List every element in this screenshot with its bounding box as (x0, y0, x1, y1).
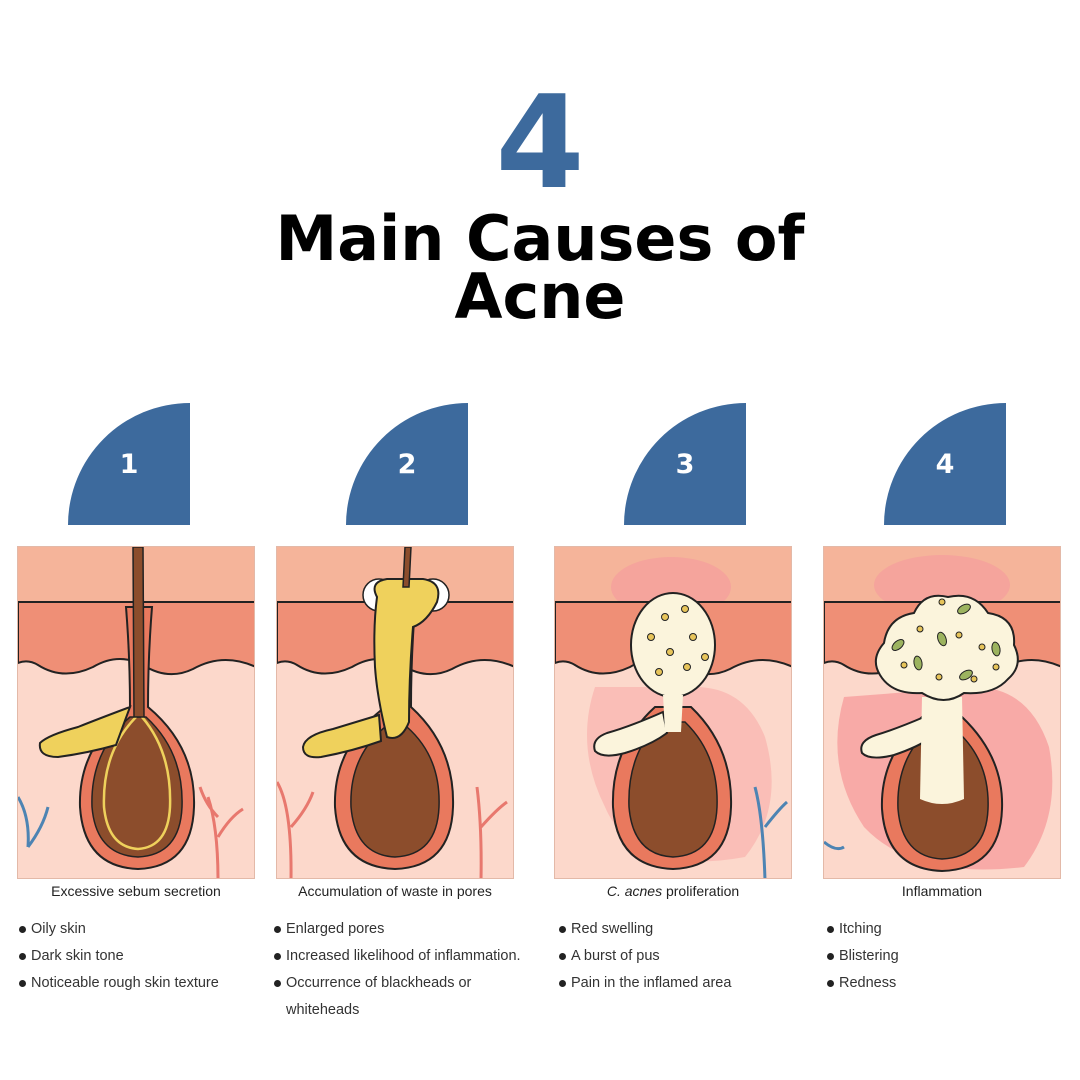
step-number-1: 1 (119, 448, 139, 480)
illustration-sebum-secretion (17, 546, 255, 879)
caption-3: C. acnes proliferation (554, 883, 792, 899)
list-item: Blistering (827, 943, 1057, 970)
caption-1: Excessive sebum secretion (51, 883, 221, 899)
page-title: Main Causes of Acne (0, 202, 1080, 333)
title-line-2: Acne (454, 260, 626, 333)
list-item: Enlarged pores (274, 916, 542, 943)
list-item: Redness (827, 970, 1057, 997)
step-number-3: 3 (675, 448, 695, 480)
list-item: Dark skin tone (19, 943, 259, 970)
step-badge-1: 1 (68, 403, 190, 525)
symptom-list-4: Itching Blistering Redness (827, 916, 1057, 997)
list-item: Increased likelihood of inflammation. (274, 943, 542, 970)
list-item: Pain in the inflamed area (559, 970, 799, 997)
illustration-pore-waste (276, 546, 514, 879)
step-number-2: 2 (397, 448, 417, 480)
list-item: Occurrence of blackheads or whiteheads (274, 970, 542, 1024)
caption-3-rest: proliferation (662, 883, 740, 899)
list-item: Oily skin (19, 916, 259, 943)
step-badge-4: 4 (884, 403, 1006, 525)
title-line-1: Main Causes of (275, 202, 805, 275)
caption-3-species: C. acnes (606, 883, 663, 899)
big-number-four: 4 (495, 69, 585, 218)
symptom-list-3: Red swelling A burst of pus Pain in the … (559, 916, 799, 997)
list-item: Red swelling (559, 916, 799, 943)
list-item: Itching (827, 916, 1057, 943)
symptom-list-1: Oily skin Dark skin tone Noticeable roug… (19, 916, 259, 997)
illustration-inflammation (823, 546, 1061, 879)
list-item: A burst of pus (559, 943, 799, 970)
step-badge-2: 2 (346, 403, 468, 525)
step-badge-3: 3 (624, 403, 746, 525)
caption-2: Accumulation of waste in pores (298, 883, 492, 899)
caption-4: Inflammation (901, 883, 983, 899)
list-item: Noticeable rough skin texture (19, 970, 259, 997)
illustration-acnes-proliferation (554, 546, 792, 879)
symptom-list-2: Enlarged pores Increased likelihood of i… (274, 916, 542, 1024)
step-number-4: 4 (935, 448, 955, 480)
